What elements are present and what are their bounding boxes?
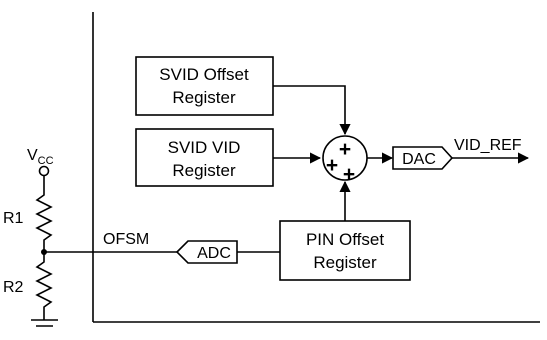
summer-sign-left: + [326,154,338,177]
summer-sign-top: + [339,138,351,161]
resistor-r2 [35,252,53,320]
ground-icon [31,319,58,327]
resistor-r1 [35,176,53,252]
r2-label: R2 [3,279,24,296]
summing-junction: + + + [322,135,368,186]
svg-text:SVID Offset: SVID Offset [159,65,249,84]
svid-offset-to-summer-wire [273,85,351,136]
svid-vid-register: SVID VID Register [135,128,274,187]
dac-block: DAC [392,146,454,170]
adc-block: ADC [175,240,238,264]
svid-offset-register: SVID Offset Register [135,56,274,116]
svg-text:Register: Register [172,161,236,180]
vcc-terminal [38,165,50,177]
vcc-label: VCC [27,147,54,167]
svg-text:Register: Register [313,253,377,272]
r1-label: R1 [3,210,24,227]
svg-text:PIN Offset: PIN Offset [306,230,384,249]
svg-text:Register: Register [172,88,236,107]
vid-ref-label: VID_REF [454,137,522,154]
ofsm-label: OFSM [103,231,149,248]
summer-sign-bottom: + [343,163,355,186]
svg-text:SVID VID: SVID VID [168,138,241,157]
adc-label: ADC [197,245,231,262]
dac-label: DAC [402,151,436,168]
pin-offset-register: PIN Offset Register [279,220,411,281]
